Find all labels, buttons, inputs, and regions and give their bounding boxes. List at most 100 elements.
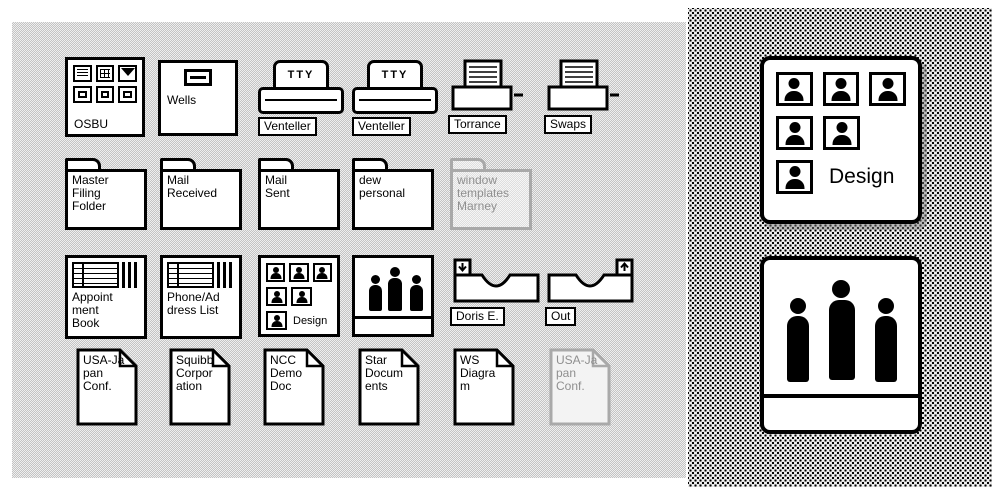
window-glyph-icon — [118, 86, 137, 103]
printer-glyph-icon — [73, 65, 92, 82]
tty-screen-icon: TTY — [367, 60, 423, 90]
portrait-row — [776, 116, 906, 150]
ledger-icon — [167, 262, 235, 288]
icon-phone-address-list[interactable]: Phone/Ad dress List — [160, 255, 242, 339]
icon-label: USA-Ja pan Conf. — [556, 353, 598, 393]
portrait-tile-icon — [266, 311, 287, 330]
icon-label: Mail Sent — [258, 169, 340, 230]
icon-label: Venteller — [352, 117, 411, 136]
person-icon — [409, 275, 423, 311]
doc-star-documents[interactable]: Star Docum ents — [357, 347, 421, 427]
document-icon — [453, 348, 515, 426]
portrait-tile-icon — [312, 263, 332, 282]
folder-tab-icon — [352, 158, 388, 172]
folder-tab-icon — [258, 158, 294, 172]
icon-label: WS Diagra m — [460, 353, 496, 393]
folder-mail-sent[interactable]: Mail Sent — [258, 158, 340, 230]
in-basket-icon — [453, 258, 540, 303]
doc-usa-japan-conf-ghost[interactable]: USA-Ja pan Conf. — [548, 347, 612, 427]
portrait-tile-icon — [823, 116, 860, 150]
window-glyph-icon — [95, 86, 115, 103]
desktop-icon-venteller-2[interactable]: TTY Venteller — [352, 60, 438, 140]
document-icon — [358, 348, 420, 426]
mail-glyph-icon — [118, 65, 137, 82]
document-icon — [549, 348, 611, 426]
document-icon — [169, 348, 231, 426]
icon-out-basket[interactable]: Out — [545, 258, 637, 328]
out-basket-icon — [547, 258, 634, 303]
icon-label: Appoint ment Book — [72, 290, 113, 330]
portrait-tile-icon — [291, 287, 312, 306]
binding-rings-icon — [217, 262, 235, 288]
person-icon — [829, 280, 853, 380]
tty-keyboard-icon — [352, 87, 438, 114]
printer-icon — [451, 59, 523, 111]
person-icon — [368, 275, 382, 311]
label-strip — [764, 394, 918, 398]
icon-appointment-book[interactable]: Appoint ment Book — [65, 255, 147, 339]
icon-label: Torrance — [448, 115, 507, 134]
icon-people-group[interactable] — [352, 255, 434, 337]
portrait-tile-icon — [776, 116, 813, 150]
printer-icon — [547, 59, 619, 111]
lined-page-icon — [72, 262, 119, 288]
icon-label: Star Docum ents — [365, 353, 404, 393]
icon-label: Out — [545, 307, 577, 326]
icon-label: NCC Demo Doc — [270, 353, 303, 393]
device-glyph-grid — [73, 65, 137, 103]
icon-label: Design — [293, 314, 328, 327]
folder-tab-icon — [160, 158, 196, 172]
portrait-tile-icon — [822, 72, 860, 106]
doc-ws-diagram[interactable]: WS Diagra m — [452, 347, 516, 427]
document-icon — [263, 348, 325, 426]
portrait-row — [266, 287, 332, 306]
portrait-row: Design — [266, 311, 332, 330]
lined-page-icon — [167, 262, 214, 288]
document-icon — [76, 348, 138, 426]
icon-label: Wells — [167, 93, 197, 107]
desktop-icon-wells[interactable]: Wells — [158, 60, 238, 136]
portrait-row — [776, 72, 907, 106]
drawer-slot-icon — [184, 69, 212, 86]
folder-mail-received[interactable]: Mail Received — [160, 158, 242, 230]
binding-rings-icon — [122, 262, 140, 288]
portrait-row — [266, 263, 332, 282]
folder-window-templates-ghost[interactable]: window templates Marney — [450, 158, 532, 230]
folder-master-filing[interactable]: Master Filing Folder — [65, 158, 147, 230]
desktop-icon-swaps[interactable]: Swaps — [544, 58, 624, 138]
person-icon — [874, 298, 898, 382]
folder-dew-personal[interactable]: dew personal — [352, 158, 434, 230]
person-icon — [786, 298, 810, 382]
portrait-tile-icon — [869, 72, 907, 106]
label-strip — [355, 316, 431, 319]
ledger-icon — [72, 262, 140, 288]
icon-label: Swaps — [544, 115, 593, 134]
desktop-icon-venteller-1[interactable]: TTY Venteller — [258, 60, 344, 140]
icon-label: USA-Ja pan Conf. — [83, 353, 125, 393]
tty-keyboard-icon — [258, 87, 344, 114]
people-icon-large[interactable] — [760, 256, 922, 434]
portrait-tile-icon — [266, 263, 286, 282]
icon-label: Doris E. — [450, 307, 505, 326]
icon-label: Master Filing Folder — [65, 169, 147, 230]
icon-in-basket-doris[interactable]: Doris E. — [450, 258, 542, 328]
doc-ncc-demo[interactable]: NCC Demo Doc — [262, 347, 326, 427]
icon-label: Mail Received — [160, 169, 242, 230]
icon-design-group[interactable]: Design — [258, 255, 340, 337]
portrait-tile-icon — [266, 287, 287, 306]
desktop-icon-osbu[interactable]: OSBU — [65, 57, 145, 137]
portrait-tile-icon — [289, 263, 309, 282]
desktop-area: OSBU Wells TTY Venteller TTY Venteller T… — [12, 22, 686, 478]
portrait-tile-icon — [776, 72, 813, 106]
desktop-icon-torrance[interactable]: Torrance — [448, 58, 528, 138]
doc-squibb-corporation[interactable]: Squibb Corpor ation — [168, 347, 232, 427]
doc-usa-japan-conf[interactable]: USA-Ja pan Conf. — [75, 347, 139, 427]
icon-label: Squibb Corpor ation — [176, 353, 214, 393]
design-icon-large[interactable]: Design — [760, 56, 922, 224]
icon-label: Venteller — [258, 117, 317, 136]
person-icon — [388, 267, 402, 311]
icon-label: Phone/Ad dress List — [167, 290, 220, 317]
calculator-glyph-icon — [95, 65, 115, 82]
window-glyph-icon — [73, 86, 92, 103]
icon-label: OSBU — [74, 117, 109, 131]
